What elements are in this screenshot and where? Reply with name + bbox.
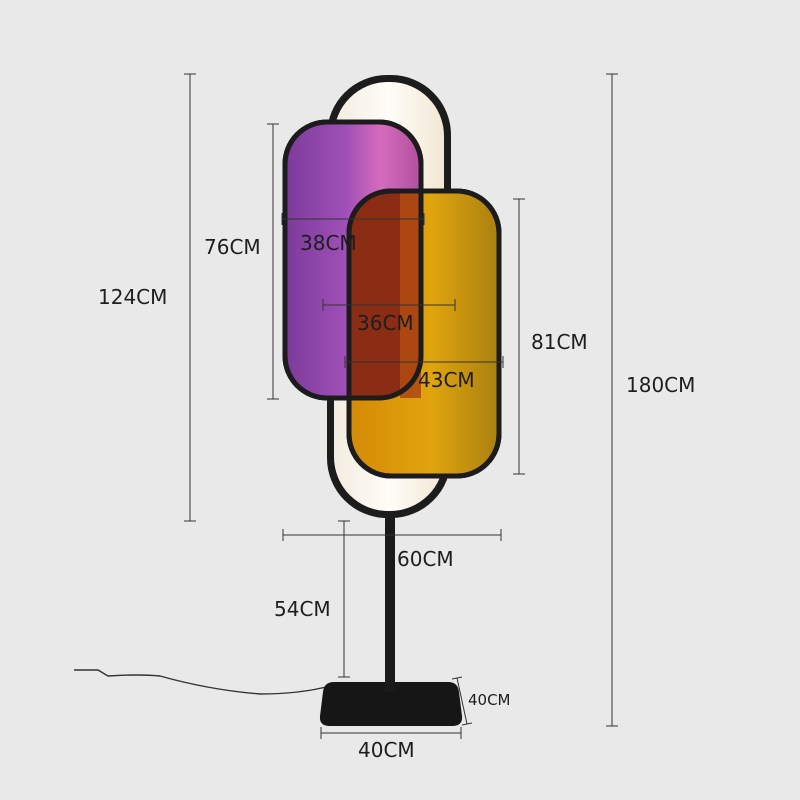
middle-width-label: 36CM: [357, 311, 414, 335]
total-height-label: 180CM: [626, 373, 696, 397]
lamp-base: [319, 682, 463, 726]
head-height-label: 124CM: [98, 285, 168, 309]
amber-panel-width-label: 43CM: [418, 368, 475, 392]
purple-panel-height-label: 76CM: [204, 235, 261, 259]
power-cord: [74, 669, 331, 695]
stem-height-label: 54CM: [274, 597, 331, 621]
head-width-label: 60CM: [397, 547, 454, 571]
overlap-region: [349, 191, 421, 398]
lamp-stem: [385, 512, 395, 692]
base-depth-label: 40CM: [468, 691, 511, 709]
amber-panel-height-label: 81CM: [531, 330, 588, 354]
dimension-lines: [184, 73, 618, 739]
purple-panel-width-label: 38CM: [300, 231, 357, 255]
base-width-label: 40CM: [358, 738, 415, 762]
